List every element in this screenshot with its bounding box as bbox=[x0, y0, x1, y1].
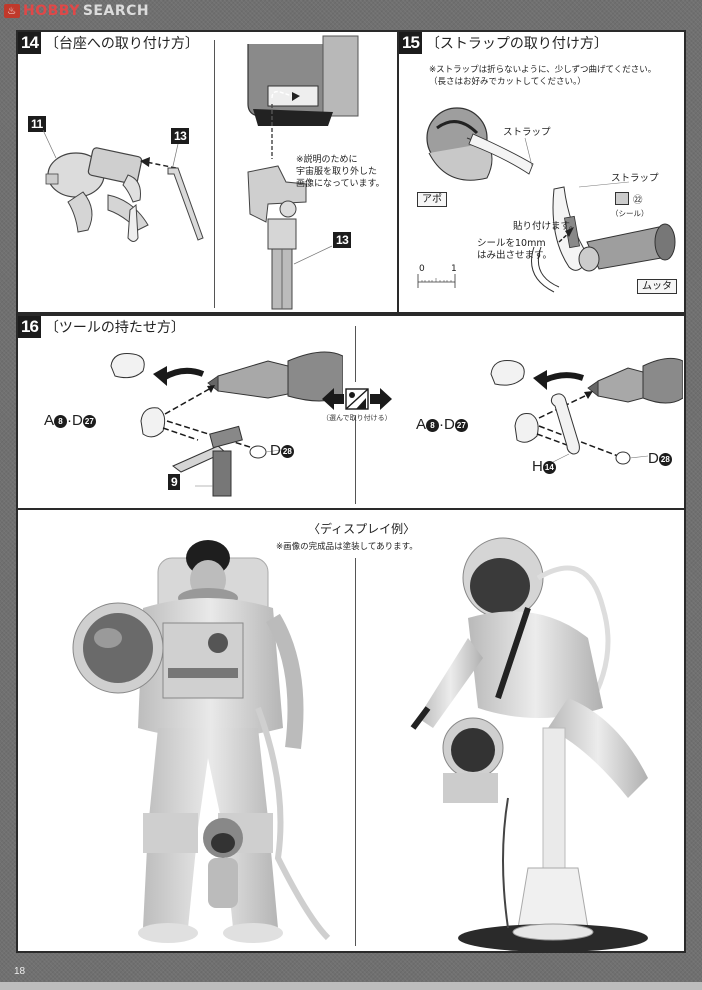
hand-num-d-right: 27 bbox=[454, 419, 468, 432]
cap-num-left: 28 bbox=[280, 445, 294, 458]
character-label-mutta: ムッタ bbox=[637, 279, 677, 294]
character-label-apo: アポ bbox=[417, 192, 447, 207]
tool-option-b-illustration bbox=[490, 357, 683, 465]
display-example-panel: 〈ディスプレイ例〉 ※画像の完成品は塗装してあります。 bbox=[16, 508, 686, 953]
sticker-number: ㉒ bbox=[633, 195, 643, 206]
scale-start: 0 bbox=[419, 264, 425, 274]
part-tag-11: 11 bbox=[28, 116, 46, 132]
watermark-brand-b: SEARCH bbox=[82, 3, 150, 19]
overhang-text: シールを10mm はみ出させます。 bbox=[477, 238, 553, 261]
bottom-strip bbox=[0, 982, 702, 990]
apo-helmet-strap-illustration bbox=[426, 107, 534, 181]
step16-number: 16 bbox=[18, 316, 41, 338]
cap-num-right: 28 bbox=[658, 453, 672, 466]
step14-header: 14 〔台座への取り付け方〕 bbox=[18, 32, 199, 54]
sticker-icon bbox=[615, 192, 629, 205]
step16-divider-bottom bbox=[355, 416, 356, 504]
tool-option-a-illustration bbox=[110, 351, 343, 497]
step14-title: 〔台座への取り付け方〕 bbox=[44, 36, 199, 52]
part-tag-9: 9 bbox=[168, 474, 181, 490]
hand-num-d-left: 27 bbox=[82, 415, 96, 428]
step14-number: 14 bbox=[18, 32, 41, 54]
tool-num-right: 14 bbox=[542, 461, 556, 474]
display-note: ※画像の完成品は塗装してあります。 bbox=[276, 542, 418, 552]
floating-astronaut-on-stand-photo bbox=[410, 537, 648, 952]
part-tag-13-right: 13 bbox=[333, 232, 352, 248]
step16-divider-top bbox=[355, 326, 356, 382]
step15-title: 〔ストラップの取り付け方〕 bbox=[425, 36, 608, 52]
step15-note: ※ストラップは折らないように、少しずつ曲げてください。 （長さはお好みでカットし… bbox=[429, 65, 657, 87]
hand-num-a-right: 8 bbox=[426, 419, 440, 432]
display-divider bbox=[355, 558, 356, 946]
scale-end: 1 bbox=[451, 264, 457, 274]
attach-text: 貼り付けます。 bbox=[513, 221, 579, 232]
standing-astronaut-photo bbox=[72, 540, 331, 943]
flame-logo-icon: ♨ bbox=[4, 4, 20, 18]
choose-one-arrows-icon bbox=[322, 388, 392, 410]
watermark: ♨ HOBBY SEARCH bbox=[4, 3, 149, 19]
display-title: 〈ディスプレイ例〉 bbox=[308, 522, 416, 536]
step14-note: ※説明のために 宇宙服を取り外した 画像になっています。 bbox=[296, 155, 385, 189]
sticker-caption: （シール） bbox=[611, 209, 649, 218]
floating-astronaut-illustration bbox=[42, 130, 204, 242]
step14-divider bbox=[214, 40, 215, 308]
step16-header: 16 〔ツールの持たせ方〕 bbox=[18, 316, 185, 338]
step15-header: 15 〔ストラップの取り付け方〕 bbox=[399, 32, 608, 54]
scale-ruler: 0 1 bbox=[417, 264, 457, 288]
part-tag-13-left: 13 bbox=[171, 128, 190, 144]
watermark-brand-a: HOBBY bbox=[23, 3, 80, 19]
step14-panel: 14 〔台座への取り付け方〕 11 13 13 ※説明のために 宇宙服を取 bbox=[16, 30, 399, 314]
step15-panel: 15 〔ストラップの取り付け方〕 ※ストラップは折らないように、少しずつ曲げてく… bbox=[397, 30, 686, 314]
page-number: 18 bbox=[14, 966, 26, 977]
mutta-arm-strap-illustration bbox=[531, 181, 676, 293]
choose-caption: （選んで取り付ける） bbox=[322, 414, 392, 422]
step15-number: 15 bbox=[399, 32, 422, 54]
step16-title: 〔ツールの持たせ方〕 bbox=[44, 320, 185, 336]
hand-num-a-left: 8 bbox=[54, 415, 68, 428]
stand-mount-closeup-illustration bbox=[247, 35, 359, 310]
strap-label-mutta: ストラップ bbox=[611, 173, 659, 184]
strap-label-apo: ストラップ bbox=[503, 127, 551, 138]
